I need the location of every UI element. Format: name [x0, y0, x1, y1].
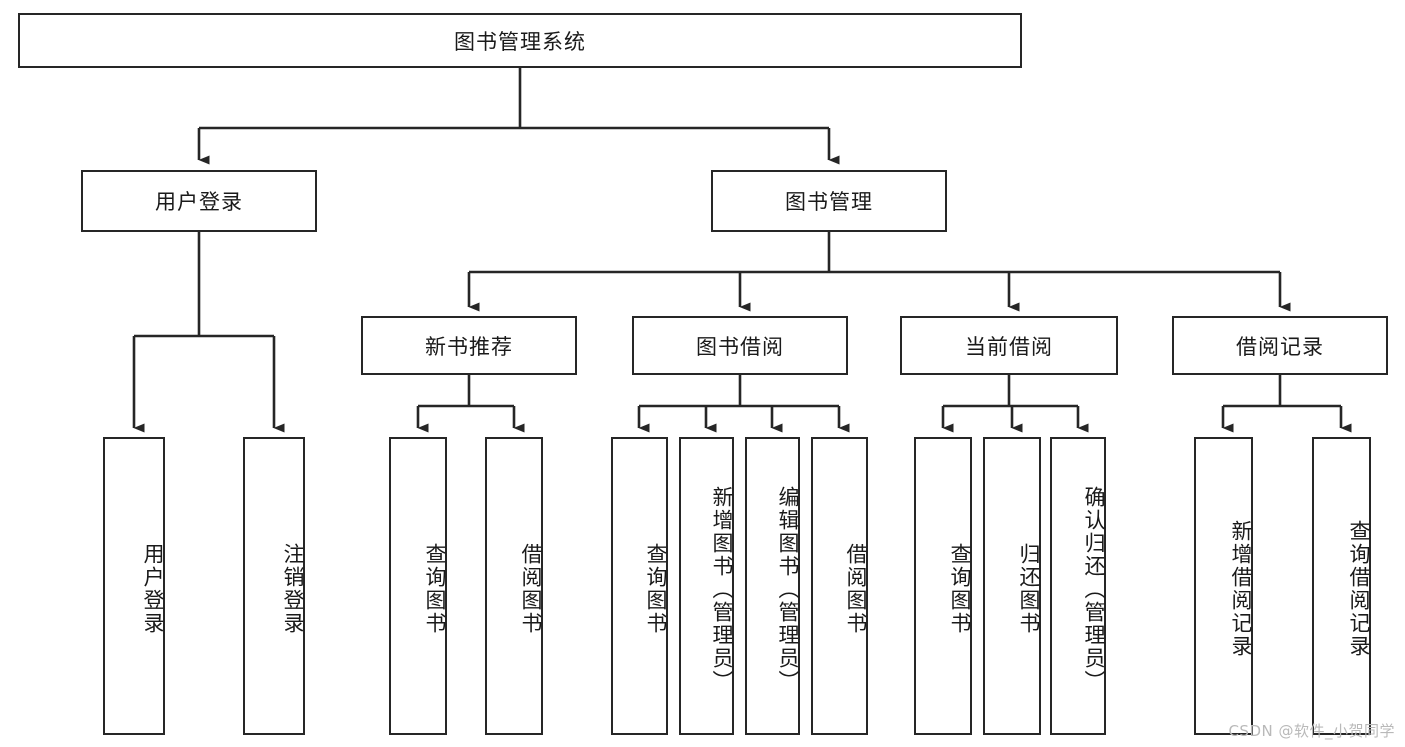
- node-new-book-recommend[interactable]: 新书推荐: [361, 316, 577, 375]
- leaf-borrow-book-rec[interactable]: 借阅图书: [485, 437, 543, 735]
- node-current-borrow-label: 当前借阅: [965, 334, 1053, 359]
- node-root-label: 图书管理系统: [454, 29, 586, 54]
- leaf-confirm-return-admin-label: 确认归还（管理员）: [1082, 485, 1106, 693]
- leaf-query-book-rec[interactable]: 查询图书: [389, 437, 447, 735]
- watermark: CSDN @软件_小贺同学: [1228, 722, 1395, 740]
- leaf-query-book-borrow-label: 查询图书: [644, 543, 668, 635]
- node-book-borrow-label: 图书借阅: [696, 334, 784, 359]
- leaf-logout-label: 注销登录: [281, 543, 305, 635]
- node-book-borrow[interactable]: 图书借阅: [632, 316, 848, 375]
- leaf-query-book-current[interactable]: 查询图书: [914, 437, 972, 735]
- leaf-query-book-borrow[interactable]: 查询图书: [611, 437, 668, 735]
- node-root[interactable]: 图书管理系统: [18, 13, 1022, 68]
- leaf-query-borrow-record[interactable]: 查询借阅记录: [1312, 437, 1371, 735]
- leaf-edit-book-admin[interactable]: 编辑图书（管理员）: [745, 437, 800, 735]
- leaf-add-book-admin-label: 新增图书（管理员）: [710, 485, 734, 693]
- node-book-management-label: 图书管理: [785, 190, 873, 214]
- node-borrow-record-label: 借阅记录: [1236, 334, 1324, 359]
- node-user-login-label: 用户登录: [155, 190, 243, 214]
- node-user-login[interactable]: 用户登录: [81, 170, 317, 232]
- leaf-confirm-return-admin[interactable]: 确认归还（管理员）: [1050, 437, 1106, 735]
- leaf-borrow-book-rec-label: 借阅图书: [519, 543, 543, 635]
- leaf-user-login[interactable]: 用户登录: [103, 437, 165, 735]
- node-borrow-record[interactable]: 借阅记录: [1172, 316, 1388, 375]
- leaf-add-borrow-record-label: 新增借阅记录: [1229, 520, 1253, 658]
- leaf-add-borrow-record[interactable]: 新增借阅记录: [1194, 437, 1253, 735]
- node-current-borrow[interactable]: 当前借阅: [900, 316, 1118, 375]
- node-new-book-recommend-label: 新书推荐: [425, 334, 513, 359]
- leaf-query-borrow-record-label: 查询借阅记录: [1347, 520, 1371, 658]
- node-book-management[interactable]: 图书管理: [711, 170, 947, 232]
- leaf-query-book-current-label: 查询图书: [948, 543, 972, 635]
- leaf-borrow-book[interactable]: 借阅图书: [811, 437, 868, 735]
- leaf-query-book-rec-label: 查询图书: [423, 543, 447, 635]
- leaf-return-book[interactable]: 归还图书: [983, 437, 1041, 735]
- leaf-edit-book-admin-label: 编辑图书（管理员）: [776, 485, 800, 693]
- leaf-add-book-admin[interactable]: 新增图书（管理员）: [679, 437, 734, 735]
- leaf-logout[interactable]: 注销登录: [243, 437, 305, 735]
- leaf-user-login-label: 用户登录: [141, 543, 165, 635]
- leaf-return-book-label: 归还图书: [1017, 543, 1041, 635]
- leaf-borrow-book-label: 借阅图书: [844, 543, 868, 635]
